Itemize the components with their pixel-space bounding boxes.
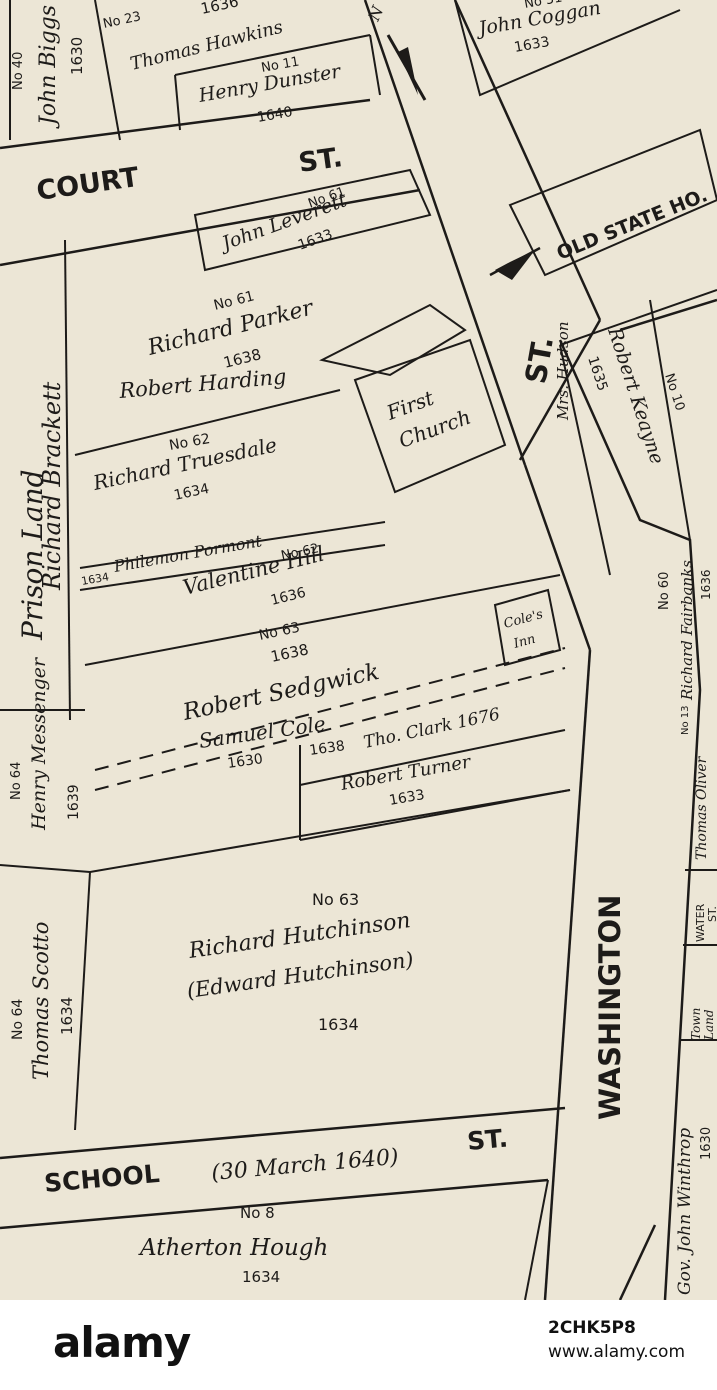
turner-year: 1633 <box>388 787 426 809</box>
court-st-north-edge <box>0 98 371 150</box>
coggan-lot <box>454 0 681 97</box>
winthrop-year: 1630 <box>699 1127 714 1160</box>
compass-arrows <box>386 34 541 280</box>
watermark-bar <box>0 1300 717 1390</box>
leverett-lot <box>193 168 432 272</box>
scotto-name: Thomas Scotto <box>29 922 53 1080</box>
dunster-west <box>174 74 181 131</box>
hill-south <box>84 574 561 666</box>
washington-east-top <box>619 298 717 332</box>
brackett-line <box>64 239 71 721</box>
messenger-bottom <box>0 864 91 873</box>
hough-east <box>524 1179 549 1300</box>
truesdale-no: No 62 <box>168 431 211 454</box>
school-st-suffix: ST. <box>466 1124 509 1156</box>
harding-south <box>74 389 341 456</box>
lot-lines <box>0 0 717 1300</box>
washington-st-suffix: ST. <box>518 334 560 386</box>
truesdale-year: 1634 <box>173 481 211 504</box>
washington-st-label: WASHINGTON <box>593 895 627 1120</box>
winthrop-name: Gov. John Winthrop <box>675 1128 695 1295</box>
church-yard <box>319 303 467 377</box>
hutchinson-year: 1634 <box>318 1015 359 1034</box>
scotto-no: No 64 <box>10 999 26 1040</box>
cole-year-1: 1630 <box>226 751 264 772</box>
prison-land-label: Prison Land <box>16 469 49 641</box>
pormont-line-lower <box>79 544 386 591</box>
pormont-line <box>79 521 386 569</box>
hudson-line <box>649 299 691 541</box>
dunster-year: 1640 <box>256 104 294 126</box>
dunster-east <box>369 34 381 96</box>
hutchinson-no: No 63 <box>312 890 359 909</box>
oliver-no: No 13 <box>680 705 691 735</box>
water-st-suffix: ST. <box>706 906 717 922</box>
dashed-lines <box>94 647 566 791</box>
washington-west-lower <box>543 649 592 1300</box>
hudson-name: Mrs. Hudson <box>554 322 572 422</box>
biggs-hawkins-line <box>94 0 121 141</box>
coles-inn-line2: Inn <box>511 632 537 652</box>
fairbanks-year: 1636 <box>699 569 713 600</box>
hough-year: 1634 <box>242 1268 280 1286</box>
town-land-line1: Town <box>689 1008 703 1040</box>
biggs-no: No 40 <box>11 52 26 90</box>
town-land-line2: Land <box>702 1009 716 1041</box>
cole-year-2: 1638 <box>308 738 346 759</box>
dunster-top <box>174 34 371 76</box>
pormont-year: 1634 <box>80 570 110 588</box>
keayne-top <box>559 289 717 346</box>
water-st-label: WATER <box>694 903 707 942</box>
cornhill-bend <box>518 319 602 461</box>
brackett-name: Richard Brackett <box>38 381 66 591</box>
messenger-year: 1639 <box>66 784 82 820</box>
school-st-north-edge <box>0 1106 566 1160</box>
hough-name: Atherton Hough <box>138 1235 328 1261</box>
first-church-building <box>353 338 507 494</box>
turner-top <box>299 729 566 786</box>
image-id: 2CHK5P8 <box>548 1318 636 1338</box>
hutchinson-top <box>89 789 571 873</box>
winthrop-edge <box>618 1224 657 1300</box>
biggs-name: John Biggs <box>36 5 61 129</box>
scotto-year: 1634 <box>58 997 76 1035</box>
coles-inn <box>493 588 562 667</box>
hough-no: No 8 <box>240 1204 275 1222</box>
alamy-logo: alamy <box>53 1318 191 1367</box>
biggs-year: 1630 <box>68 37 86 75</box>
historic-boston-map: N COURT ST. WASHINGTON ST. SCHOOL (30 Ma… <box>0 0 717 1300</box>
watermark-url: www.alamy.com <box>548 1342 686 1362</box>
washington-west-mid <box>523 464 592 651</box>
cornhill-line <box>453 0 602 321</box>
messenger-no: No 64 <box>9 762 24 800</box>
fairbanks-no: No 60 <box>657 572 672 610</box>
fairbanks-name: Richard Fairbanks <box>678 560 696 701</box>
court-st-south-edge <box>0 188 421 267</box>
coggan-year: 1633 <box>513 34 551 56</box>
map-paper <box>0 0 717 1300</box>
washington-st-west-edge <box>363 0 527 466</box>
scotto-east <box>74 871 91 1131</box>
dunster-no: No 11 <box>260 55 300 76</box>
street-lines <box>0 0 717 1300</box>
map-area: N COURT ST. WASHINGTON ST. SCHOOL (30 Ma… <box>0 0 717 1300</box>
coggan-no: No 51 <box>523 0 563 12</box>
keayne-west <box>559 344 611 576</box>
messenger-name: Henry Messenger <box>28 656 50 831</box>
school-st-south-edge <box>0 1178 549 1230</box>
oliver-name: Thomas Oliver <box>694 755 710 860</box>
court-st-suffix: ST. <box>297 142 345 179</box>
